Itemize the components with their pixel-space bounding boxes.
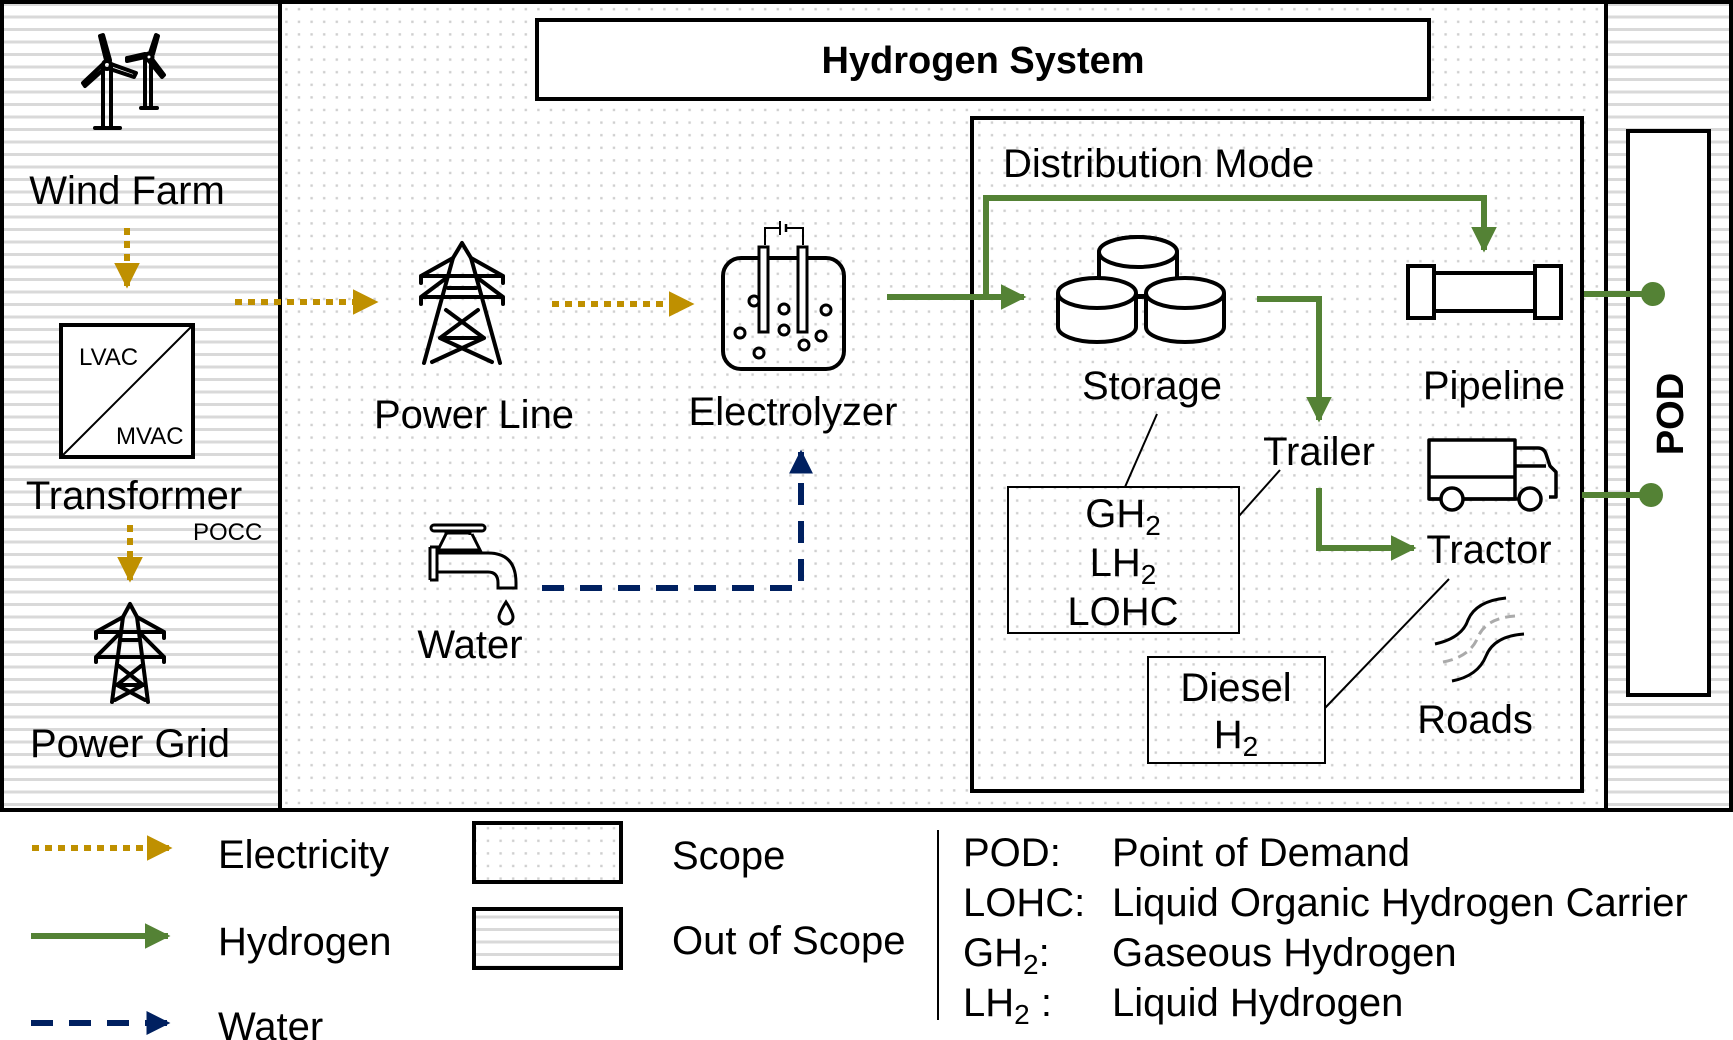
tractor-label: Tractor	[1426, 528, 1551, 572]
legend-out-of-scope-swatch	[472, 907, 623, 970]
carrier-gh2: GH2	[1085, 492, 1161, 541]
svg-text:POD:: POD:	[963, 831, 1061, 875]
fuel-types-box	[1147, 656, 1326, 764]
tractor-leader-line	[1324, 578, 1450, 709]
power-line-label: Power Line	[374, 393, 574, 437]
wind-farm-label: Wind Farm	[29, 169, 225, 213]
transformer-mvac-label: MVAC	[116, 423, 184, 450]
pipeline-icon	[1406, 264, 1563, 320]
water-label: Water	[417, 623, 522, 667]
storage-label: Storage	[1082, 364, 1222, 408]
power-grid-tower-icon	[94, 602, 166, 704]
roads-label: Roads	[1417, 698, 1533, 742]
truck-icon	[1427, 438, 1558, 512]
fuel-diesel: Diesel	[1180, 666, 1291, 710]
abbreviation-lh2: LH2 : Liquid Hydrogen	[963, 981, 1403, 1030]
storage-tanks-icon	[1056, 235, 1226, 344]
pod-label: POD	[1650, 373, 1692, 455]
legend-water-label: Water	[218, 1005, 323, 1040]
legend-hydrogen-label: Hydrogen	[218, 920, 391, 964]
water-faucet-icon	[428, 523, 518, 626]
legend-electricity-label: Electricity	[218, 833, 389, 877]
transformer-icon: LVAC MVAC	[59, 323, 195, 459]
pipeline-to-pod-connector	[1584, 282, 1665, 306]
transformer-lvac-label: LVAC	[79, 344, 138, 371]
legend-scope-label: Scope	[672, 834, 785, 878]
hydrogen-arrow-storage-to-trailer	[1257, 296, 1332, 423]
carrier-lohc: LOHC	[1067, 590, 1178, 634]
pocc-label: POCC	[193, 519, 262, 546]
abbreviation-lohc: LOHC: Liquid Organic Hydrogen Carrier	[963, 881, 1688, 925]
roads-icon	[1434, 596, 1525, 683]
storage-leader-line	[1124, 413, 1158, 488]
legend-scope-swatch	[472, 821, 623, 884]
transformer-label: Transformer	[26, 474, 242, 518]
svg-text:GH2:: GH2:	[963, 931, 1050, 980]
electrolyzer-icon	[721, 221, 846, 371]
pod-box	[1626, 129, 1711, 697]
fuel-h2: H2	[1214, 713, 1258, 762]
title-box	[535, 18, 1431, 101]
carrier-types-box	[1007, 486, 1240, 634]
scope-panel	[278, 0, 1608, 812]
power-line-tower-icon	[419, 241, 505, 365]
svg-text:LOHC:: LOHC:	[963, 881, 1085, 925]
hydrogen-arrow-to-pipeline	[983, 195, 1497, 297]
wind-turbine-icon	[81, 33, 166, 130]
truck-to-pod-connector	[1582, 483, 1663, 507]
distribution-mode-title: Distribution Mode	[1003, 142, 1314, 186]
diagram-title: Hydrogen System	[821, 40, 1144, 82]
svg-text:Gaseous Hydrogen: Gaseous Hydrogen	[1112, 931, 1457, 975]
legend: Electricity Hydrogen Water Scope Out of …	[31, 821, 1688, 1040]
svg-text:Point of Demand: Point of Demand	[1112, 831, 1410, 875]
svg-text:Liquid Organic Hydrogen Carrie: Liquid Organic Hydrogen Carrier	[1112, 881, 1688, 925]
distribution-mode-box	[970, 116, 1584, 793]
trailer-leader-line	[1238, 469, 1281, 517]
carrier-lh2: LH2	[1090, 541, 1157, 590]
svg-text:LH2 :: LH2 :	[963, 981, 1052, 1030]
legend-out-of-scope-label: Out of Scope	[672, 919, 905, 963]
hydrogen-arrow-trailer-to-tractor	[1316, 488, 1417, 561]
power-grid-label: Power Grid	[30, 722, 230, 766]
water-arrow-to-electrolyzer	[542, 449, 813, 591]
abbreviation-pod: POD: Point of Demand	[963, 831, 1410, 875]
trailer-label: Trailer	[1263, 430, 1375, 474]
abbreviation-gh2: GH2: Gaseous Hydrogen	[963, 931, 1457, 980]
svg-text:Liquid Hydrogen: Liquid Hydrogen	[1112, 981, 1403, 1025]
electrolyzer-label: Electrolyzer	[689, 390, 898, 434]
pipeline-label: Pipeline	[1423, 364, 1565, 408]
